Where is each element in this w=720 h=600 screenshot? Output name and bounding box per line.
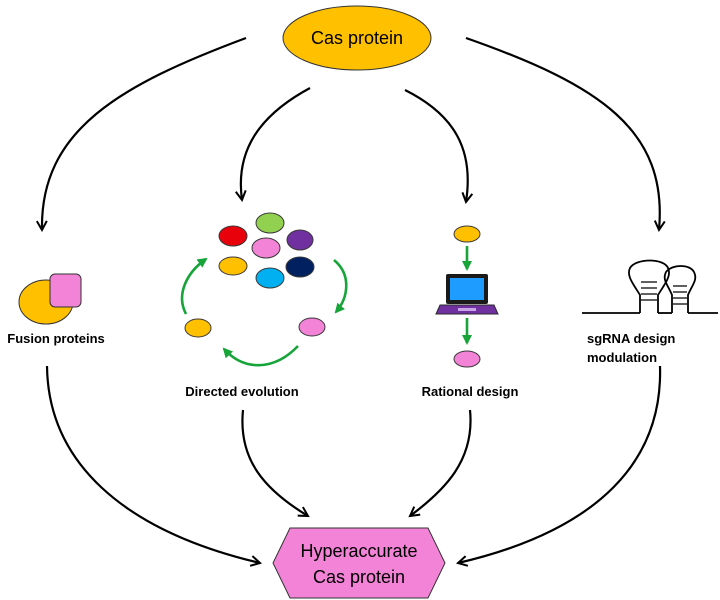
fusion-proteins-label: Fusion proteins bbox=[7, 331, 105, 346]
arrow-to-rational-design bbox=[404, 89, 468, 202]
cas-protein-node: Cas protein bbox=[282, 5, 432, 71]
cas-protein-label: Cas protein bbox=[311, 28, 403, 48]
hyperaccurate-cas-protein-node: Hyperaccurate Cas protein bbox=[272, 527, 446, 599]
evolution-arrow-return bbox=[222, 345, 299, 367]
arrow-fusion-to-target bbox=[45, 365, 260, 563]
starting-variant bbox=[184, 318, 212, 338]
evolution-arrow-down bbox=[333, 259, 348, 314]
rational-output-protein bbox=[453, 350, 481, 368]
evolution-arrow-up bbox=[180, 257, 208, 315]
arrow-sgrna-to-target bbox=[458, 365, 662, 563]
arrow-rational-to-target bbox=[410, 409, 472, 516]
target-label-line2: Cas protein bbox=[313, 567, 405, 587]
directed-evolution-label: Directed evolution bbox=[185, 384, 298, 399]
arrow-to-sgrna-design bbox=[465, 36, 660, 230]
sgrna-design-label-line1: sgRNA design bbox=[587, 331, 675, 346]
sgrna-structure-icon bbox=[582, 259, 718, 314]
target-label-line1: Hyperaccurate bbox=[300, 541, 417, 561]
fusion-proteins-icon bbox=[18, 273, 82, 325]
laptop-icon bbox=[435, 274, 499, 315]
rational-design-label: Rational design bbox=[422, 384, 519, 399]
arrow-to-fusion-proteins bbox=[42, 36, 247, 230]
rational-input-protein bbox=[453, 225, 481, 243]
sgrna-design-label-line2: modulation bbox=[587, 350, 657, 365]
arrow-to-directed-evolution bbox=[241, 87, 311, 200]
evolved-variant bbox=[298, 317, 326, 337]
arrow-evolution-to-target bbox=[241, 409, 308, 516]
protein-variant-library bbox=[218, 212, 315, 289]
